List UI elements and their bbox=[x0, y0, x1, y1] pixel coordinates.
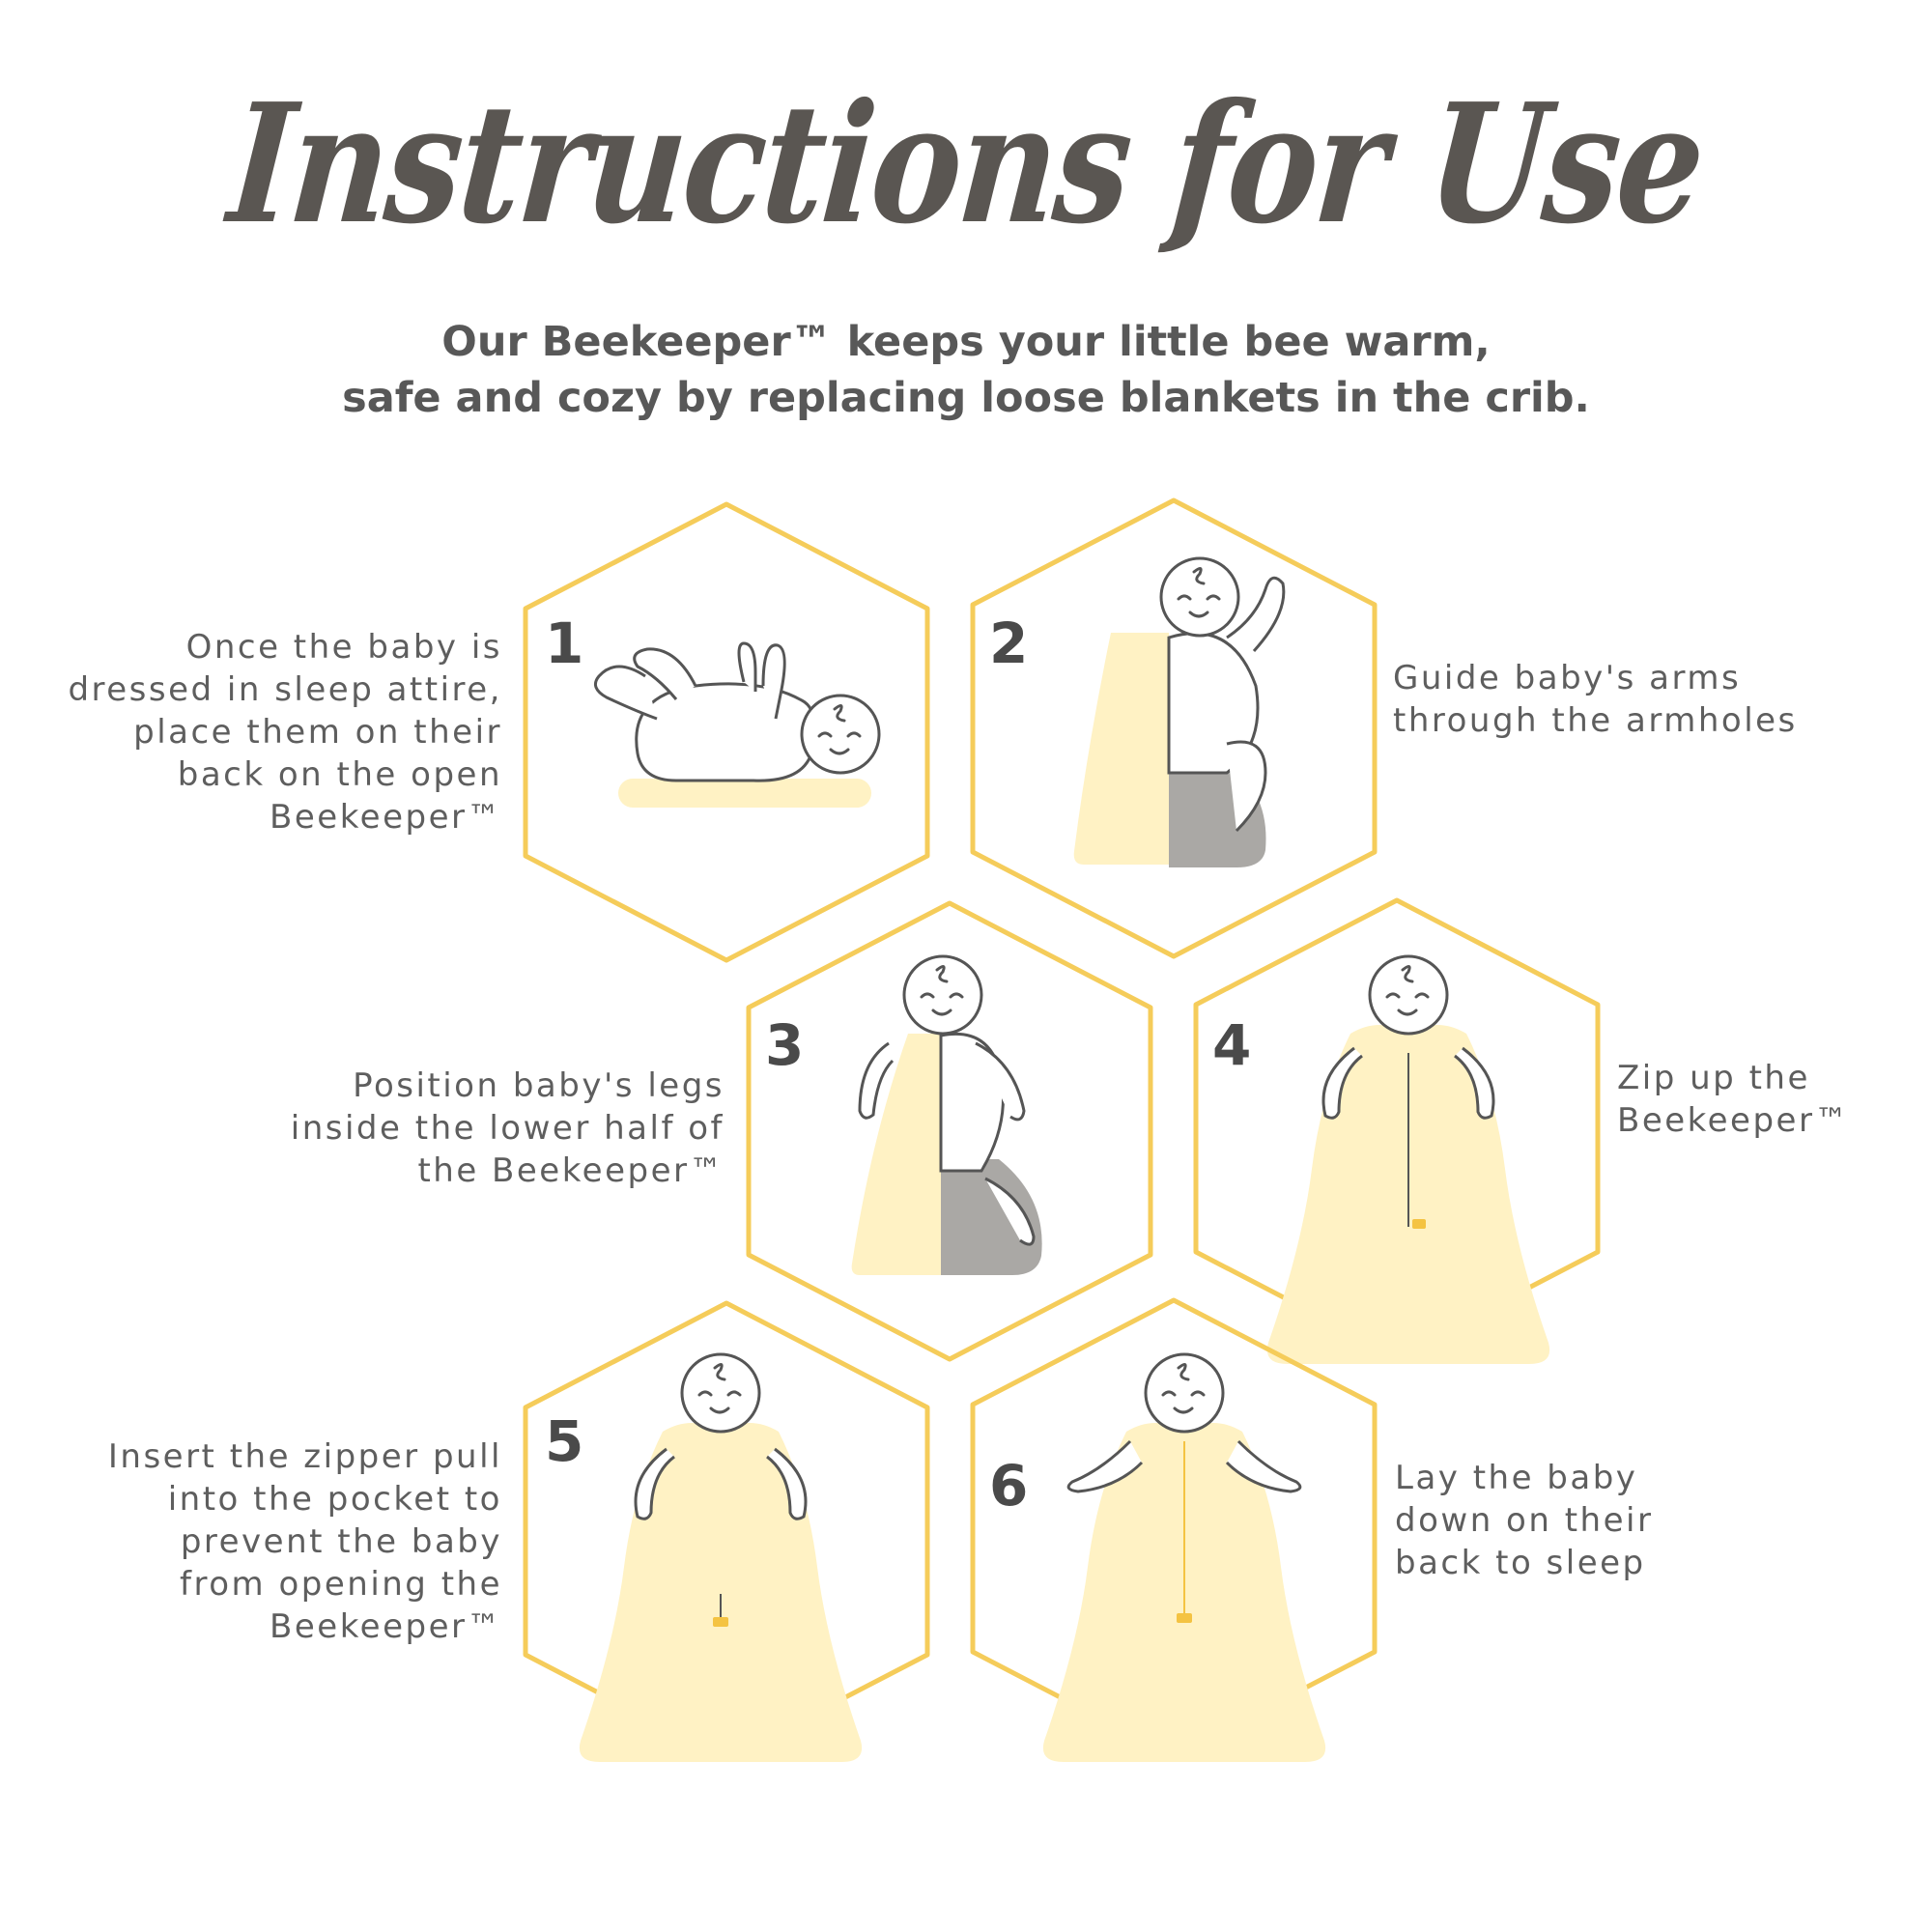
step-6-number: 6 bbox=[989, 1453, 1028, 1519]
step-2-number: 2 bbox=[989, 611, 1028, 676]
step-5-text: Insert the zipper pull into the pocket t… bbox=[107, 1437, 502, 1646]
step-3-hexagon bbox=[746, 900, 1153, 1362]
step-4-panel: 4 bbox=[1193, 897, 1601, 1364]
step-4-text: Zip up the Beekeeper™ bbox=[1617, 1059, 1850, 1140]
step-4-number: 4 bbox=[1212, 1012, 1251, 1078]
baby-arms-into-sack-icon bbox=[1073, 556, 1286, 867]
zip-up-sack-icon bbox=[1266, 954, 1550, 1364]
step-5-panel: 5 bbox=[523, 1300, 930, 1762]
step-2-hexagon bbox=[970, 497, 1378, 959]
step-1-panel: 1 bbox=[523, 501, 930, 963]
step-6-text: Lay the baby down on their back to sleep bbox=[1395, 1459, 1654, 1582]
subtitle-line-1: Our Beekeeper™ keeps your little bee war… bbox=[441, 318, 1491, 366]
step-6-panel: 6 bbox=[970, 1297, 1378, 1762]
step-5-number: 5 bbox=[545, 1408, 583, 1474]
baby-lying-on-back-icon bbox=[593, 641, 881, 808]
step-2-panel: 2 bbox=[970, 497, 1378, 959]
step-1-hexagon bbox=[523, 501, 930, 963]
zipper-pull-pocket-icon bbox=[579, 1352, 863, 1762]
baby-legs-into-sack-icon bbox=[851, 954, 1042, 1275]
step-1-text: Once the baby is dressed in sleep attire… bbox=[68, 628, 502, 837]
step-3-text: Position baby's legs inside the lower ha… bbox=[290, 1066, 724, 1190]
step-3-number: 3 bbox=[765, 1012, 804, 1078]
page-subtitle: Our Beekeeper™ keeps your little bee war… bbox=[0, 314, 1932, 426]
step-1-number: 1 bbox=[545, 611, 583, 676]
baby-ready-to-sleep-icon bbox=[1042, 1352, 1326, 1762]
step-2-text: Guide baby's arms through the armholes bbox=[1393, 659, 1798, 740]
step-3-panel: 3 bbox=[746, 900, 1153, 1362]
subtitle-line-2: safe and cozy by replacing loose blanket… bbox=[342, 374, 1590, 422]
